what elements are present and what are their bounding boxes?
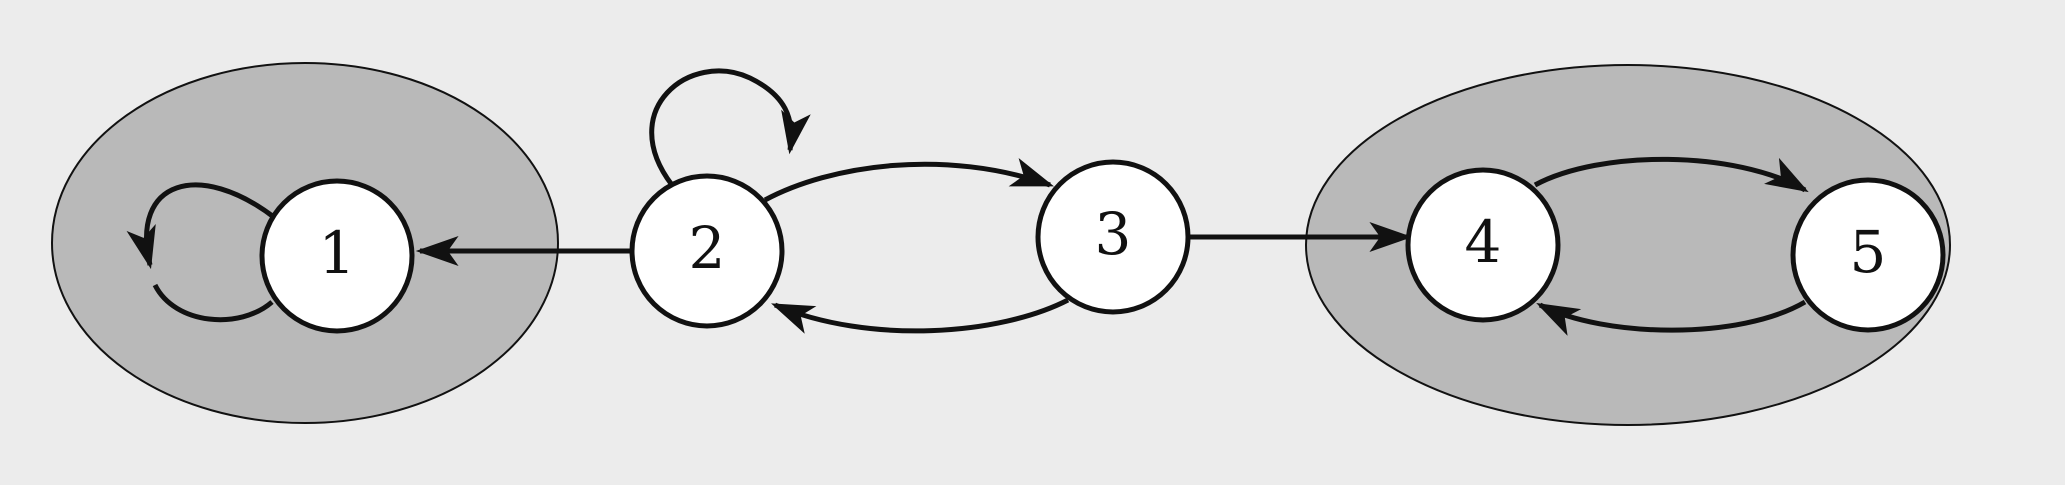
node-label: 4 xyxy=(1465,208,1502,276)
edge-2-to-3 xyxy=(763,158,1055,203)
node-5: 5 xyxy=(1790,177,1946,333)
node-circle xyxy=(1790,177,1946,333)
edge-3-to-2 xyxy=(771,297,1070,334)
node-label: 3 xyxy=(1095,200,1132,268)
node-label: 1 xyxy=(319,219,356,287)
edge-4-to-5 xyxy=(1533,156,1809,193)
node-circle xyxy=(1035,159,1191,315)
node-circle xyxy=(259,178,415,334)
node-label: 5 xyxy=(1850,218,1887,286)
edge-1-self-loop-return xyxy=(152,283,274,323)
edge-5-to-4 xyxy=(1536,299,1807,336)
edge-2-self-loop xyxy=(649,68,811,187)
node-4: 4 xyxy=(1405,167,1561,323)
node-circle xyxy=(629,173,785,329)
edge-1-self-loop xyxy=(126,182,277,270)
node-3: 3 xyxy=(1035,159,1191,315)
node-circle xyxy=(1405,167,1561,323)
node-label: 2 xyxy=(689,214,726,282)
node-1: 1 xyxy=(259,178,415,334)
shaded-region-nodes-4-5 xyxy=(1305,64,1951,426)
node-2: 2 xyxy=(629,173,785,329)
edges xyxy=(126,68,1809,336)
